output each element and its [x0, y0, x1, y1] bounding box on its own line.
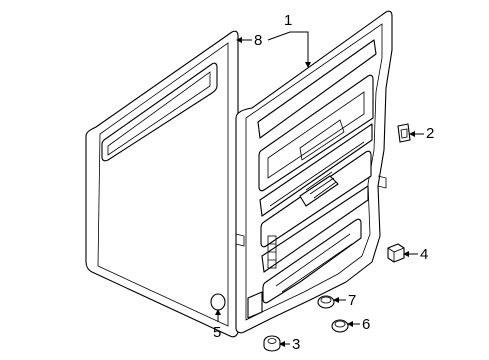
callout-8: 8 [254, 32, 263, 49]
grommet-part-6 [331, 319, 349, 333]
clip-part-2 [397, 123, 411, 143]
leader-3-arrow [279, 341, 285, 347]
callout-4: 4 [420, 246, 429, 263]
door-outer-panel-part-8 [85, 30, 239, 338]
leader-5-arrow [215, 309, 221, 315]
callout-6: 6 [362, 316, 371, 333]
leader-lines [215, 31, 424, 347]
door-inner-frame-part-1 [235, 10, 393, 334]
callout-7: 7 [348, 292, 357, 309]
grommet-part-7 [317, 295, 335, 309]
callout-3: 3 [292, 336, 301, 353]
stopper-part-4 [387, 243, 405, 263]
leader-4-arrow [403, 251, 409, 257]
leader-7-arrow [333, 297, 339, 303]
plug-part-5 [210, 293, 226, 311]
callout-1: 1 [284, 12, 293, 29]
leader-8-arrow [236, 37, 242, 43]
callout-5: 5 [213, 324, 222, 341]
callout-2: 2 [426, 125, 435, 142]
leader-6-arrow [347, 321, 353, 327]
cap-part-3 [263, 335, 281, 352]
leader-2-arrow [409, 131, 415, 137]
leader-1 [267, 31, 309, 66]
leader-1-arrow [305, 62, 311, 68]
